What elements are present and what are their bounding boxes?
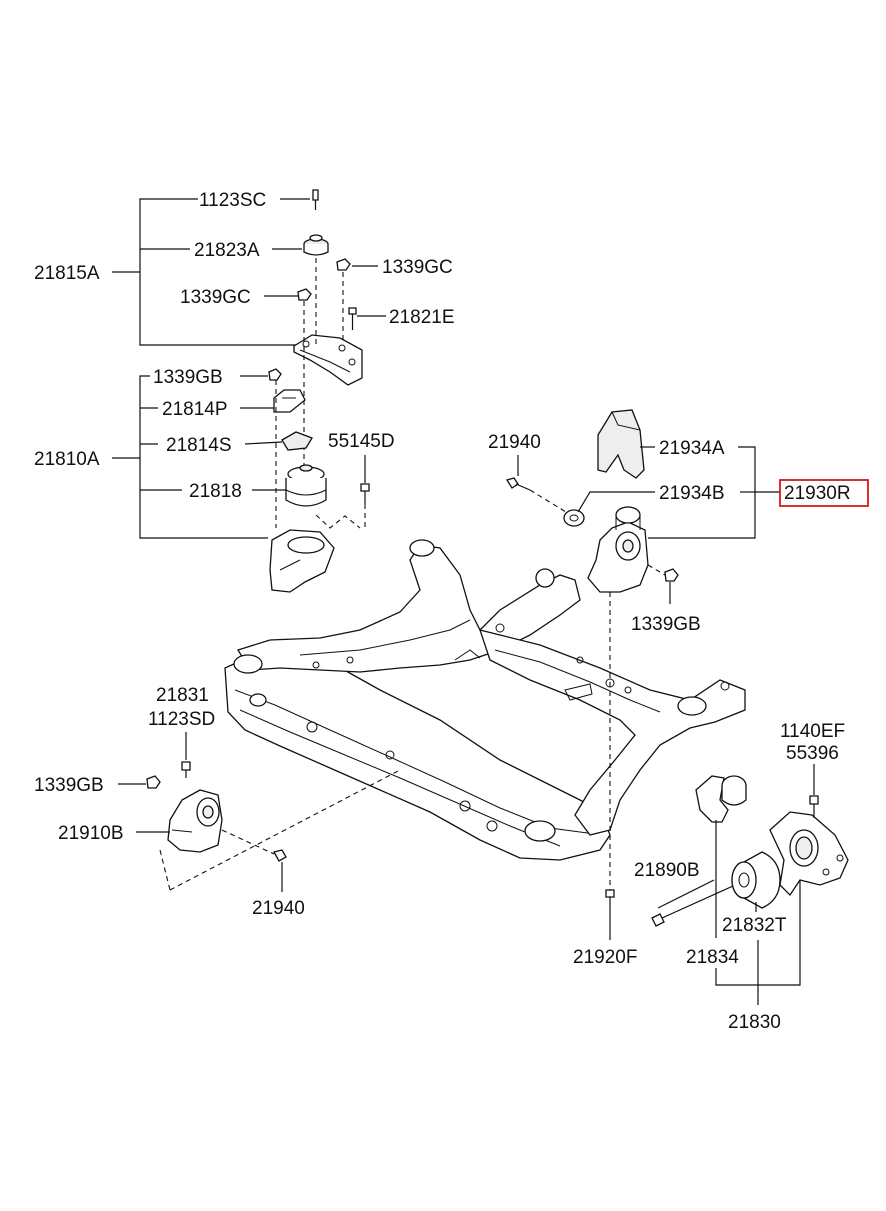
- label-1339GC-left: 1339GC: [180, 287, 251, 308]
- subframe-crossmember: [224, 539, 746, 861]
- label-21814S: 21814S: [166, 435, 232, 456]
- engine-mount-bracket-upper: [293, 189, 363, 470]
- highlight-box: [779, 479, 869, 507]
- label-21934A: 21934A: [659, 438, 725, 459]
- label-21818: 21818: [189, 481, 242, 502]
- label-1123SD: 1123SD: [148, 709, 215, 730]
- label-21930R: 21930R: [784, 483, 851, 504]
- label-21830: 21830: [728, 1012, 781, 1033]
- label-21823A: 21823A: [194, 240, 260, 261]
- roll-mount-rear: [605, 775, 849, 927]
- label-1339GC-right: 1339GC: [382, 257, 453, 278]
- label-21890B: 21890B: [634, 860, 700, 881]
- label-1339GB-left: 1339GB: [34, 775, 104, 796]
- label-55396: 55396: [786, 743, 839, 764]
- label-21821E: 21821E: [389, 307, 455, 328]
- label-1339GB-right: 1339GB: [631, 614, 701, 635]
- label-1140EF: 1140EF: [780, 721, 845, 742]
- label-21810A: 21810A: [34, 449, 100, 470]
- label-21934B: 21934B: [659, 483, 725, 504]
- roll-mount-front: [146, 761, 401, 891]
- label-21814P: 21814P: [162, 399, 228, 420]
- label-21832T: 21832T: [722, 915, 787, 936]
- label-21940-top: 21940: [488, 432, 541, 453]
- part-number-labels: 1123SC 21823A 21815A 1339GC 1339GC 21821…: [34, 190, 851, 1033]
- engine-mount-insulator-lower: [268, 368, 370, 593]
- label-55145D: 55145D: [328, 431, 395, 452]
- label-21831: 21831: [156, 685, 209, 706]
- label-1123SC: 1123SC: [199, 190, 266, 211]
- label-21834: 21834: [686, 947, 739, 968]
- label-21910B: 21910B: [58, 823, 124, 844]
- label-21815A: 21815A: [34, 263, 100, 284]
- label-21920F: 21920F: [573, 947, 637, 968]
- label-21940-bottom: 21940: [252, 898, 305, 919]
- leader-lines: [112, 198, 815, 1005]
- label-1339GB-top: 1339GB: [153, 367, 223, 388]
- transmission-mount: [505, 409, 679, 890]
